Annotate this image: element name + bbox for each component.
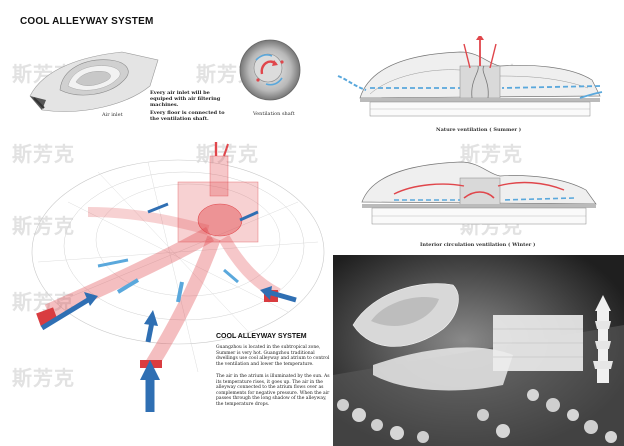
axonometric-airflow-diagram bbox=[31, 142, 325, 412]
night-model-photo bbox=[333, 255, 624, 446]
watermark: 斯芳克 bbox=[12, 290, 75, 314]
summer-section-diagram bbox=[337, 36, 603, 117]
text-paragraph-1: Guangzhou is located in the subtropical … bbox=[216, 345, 330, 367]
winter-section-diagram bbox=[361, 161, 597, 225]
watermark: 斯芳克 bbox=[12, 366, 75, 390]
air-inlet-label: Air inlet bbox=[102, 112, 123, 118]
ventilation-shaft-label: Ventilation shaft bbox=[253, 111, 295, 117]
floor-connection-note: Every floor is connected to the ventilat… bbox=[150, 110, 225, 122]
ventilation-shaft-detail bbox=[239, 39, 301, 101]
model-photo-illustration bbox=[333, 255, 624, 446]
winter-section-caption: Interior circulation ventilation ( Winte… bbox=[420, 242, 536, 248]
watermark: 斯芳克 bbox=[12, 142, 75, 166]
air-filter-note: Every air inlet will be equiped with air… bbox=[150, 90, 221, 108]
text-block-heading: COOL ALLEYWAY SYSTEM bbox=[216, 333, 307, 340]
page-title: COOL ALLEYWAY SYSTEM bbox=[20, 16, 154, 27]
text-paragraph-2: The air in the atrium is illuminated by … bbox=[216, 374, 330, 407]
summer-section-caption: Nature ventilation ( Summer ) bbox=[436, 127, 522, 133]
watermark: 斯芳克 bbox=[460, 142, 523, 166]
building-model-thumbnail bbox=[29, 51, 159, 112]
watermark: 斯芳克 bbox=[12, 214, 75, 238]
